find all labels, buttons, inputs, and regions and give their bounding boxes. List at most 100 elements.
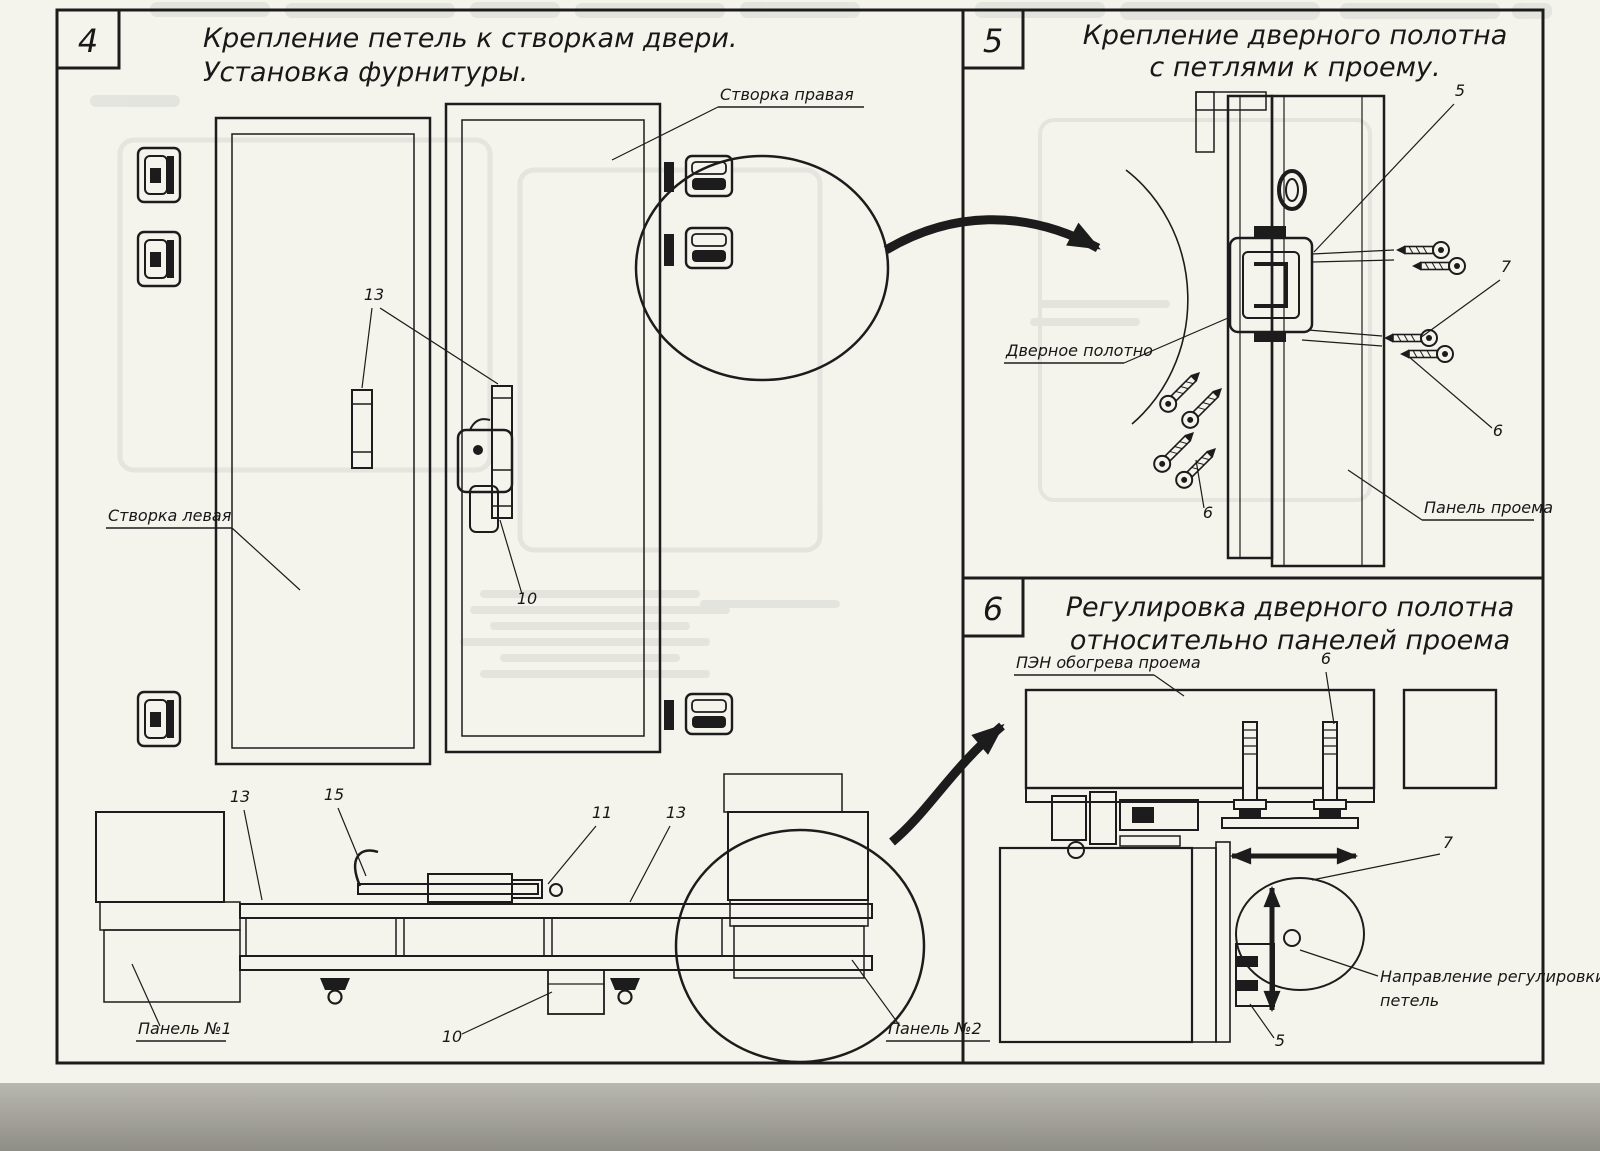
zoom-arrow-to-panel6: [889, 722, 1005, 846]
edge-hinge-icon: [684, 226, 734, 270]
panel4-title-line1: Крепление петель к створкам двери.: [203, 23, 738, 54]
callout-5: 5: [1275, 1031, 1285, 1050]
leader-line: [1311, 853, 1441, 881]
paper-background: [0, 0, 1600, 1083]
label-opening-panel: Панель проема: [1424, 498, 1553, 517]
adjust-bolt-icon: [1233, 721, 1267, 819]
leader-line: [1123, 317, 1229, 364]
label-panel2: Панель №2: [888, 1019, 982, 1038]
door-edge-section: [1226, 94, 1274, 560]
panel6-title-line1: Регулировка дверного полотна: [1066, 592, 1515, 623]
hinge-icon: [136, 690, 182, 748]
panel6-title-line2: относительно панелей проема: [1070, 625, 1510, 656]
panel5-title-line2: с петлями к проему.: [1149, 52, 1440, 83]
panel6: 6 Регулировка дверного полотна относител…: [961, 576, 1600, 1050]
section-latch-hardware: [354, 849, 563, 903]
corner-bracket: [1195, 91, 1267, 153]
leader-line: [629, 825, 671, 903]
hinge-edge-mark: [664, 162, 674, 192]
screw-icon: [1411, 257, 1466, 275]
detail-arc: [1125, 169, 1189, 425]
leader-line: [361, 307, 499, 389]
panel6-number-box: [961, 576, 1025, 638]
leader-line: [131, 963, 161, 1027]
panel5: 5 Крепление дверного полотна с петлями к…: [961, 8, 1553, 568]
door-right-leaf: [444, 102, 662, 754]
callout-7: 7: [1501, 257, 1512, 276]
callout-13-doors: 13: [364, 285, 384, 304]
callout-5: 5: [1455, 81, 1465, 100]
oval-handle-hole: [1277, 169, 1307, 211]
leader-line: [461, 991, 553, 1035]
leader-line: [1153, 674, 1185, 697]
label-direction-line1: Направление регулировки: [1380, 967, 1600, 986]
hinge-strip-right: [491, 385, 513, 519]
scanner-bed-strip: [0, 1083, 1600, 1151]
callout-6-left: 6: [1203, 503, 1213, 522]
heater-beam: [1024, 688, 1498, 803]
leader-line: [499, 519, 523, 595]
panel6-number: 6: [983, 590, 1003, 628]
door-left-leaf: [214, 116, 432, 766]
opening-wall-section: [998, 841, 1231, 1044]
panel4-title-line2: Установка фурнитуры.: [203, 57, 528, 88]
label-door-leaf: Дверное полотно: [1005, 341, 1153, 360]
panel5-number: 5: [983, 22, 1003, 60]
caster-icon: [608, 976, 642, 1005]
callout-10-latch: 10: [517, 589, 537, 608]
label-right-leaf: Створка правая: [720, 85, 854, 104]
hinge-icon: [136, 146, 182, 204]
adjust-bolt-icon: [1313, 721, 1347, 819]
leader-line: [851, 959, 901, 1027]
hinge-icon: [136, 230, 182, 288]
section-right-wall: [723, 773, 869, 979]
callout-10-section: 10: [442, 1027, 462, 1046]
edge-hinge-icon: [684, 692, 734, 736]
leader-line: [1299, 949, 1379, 977]
leader-line: [611, 106, 719, 161]
label-direction-line2: петель: [1380, 991, 1439, 1010]
label-heater: ПЭН обогрева проема: [1016, 653, 1201, 672]
screw-icon: [1383, 329, 1438, 347]
callout-13-section-left: 13: [230, 787, 250, 806]
screw-icon: [1395, 241, 1450, 259]
panel5-title-line1: Крепление дверного полотна: [1083, 20, 1508, 51]
callout-13-section-right: 13: [666, 803, 686, 822]
callout-11-section: 11: [592, 803, 612, 822]
detail-circle-hinges: [634, 154, 890, 382]
panel5-number-box: [961, 8, 1025, 70]
leader-line: [231, 527, 301, 591]
detail-circle-section: [674, 828, 926, 1064]
hinge-edge-mark: [664, 700, 674, 730]
panel4: 4 Крепление петель к створкам двери. Уст…: [55, 8, 1101, 1064]
hinge-hardware-cluster: [1051, 791, 1199, 859]
label-left-leaf: Створка левая: [108, 506, 232, 525]
leader-line: [547, 825, 597, 885]
hinge-assembly: [1228, 226, 1314, 342]
screw-icon: [1399, 345, 1454, 363]
detail-circle-adjust: [1235, 877, 1365, 991]
leader-line: [1347, 469, 1423, 521]
leader-line: [337, 807, 367, 877]
washer-plate: [1221, 817, 1359, 829]
panel4-number-box: [55, 8, 121, 70]
hinge-strip-left: [351, 389, 373, 469]
callout-15-section: 15: [324, 785, 344, 804]
panel4-number: 4: [78, 22, 98, 60]
adjust-bracket: [1235, 929, 1301, 1007]
leader-line: [1419, 279, 1501, 339]
leader-line: [1249, 1003, 1275, 1039]
callout-6-right: 6: [1493, 421, 1503, 440]
leader-line: [1313, 103, 1455, 253]
leader-line: [1195, 459, 1205, 509]
leader-line: [1325, 671, 1335, 725]
section-left-wall: [95, 811, 241, 1003]
section-panel-band: [239, 903, 873, 971]
heater-block-right: [1402, 688, 1498, 790]
leader-line: [243, 809, 263, 901]
zoom-arrow-to-panel5: [883, 215, 1101, 254]
label-panel1: Панель №1: [138, 1019, 232, 1038]
hinge-edge-mark: [664, 234, 674, 266]
